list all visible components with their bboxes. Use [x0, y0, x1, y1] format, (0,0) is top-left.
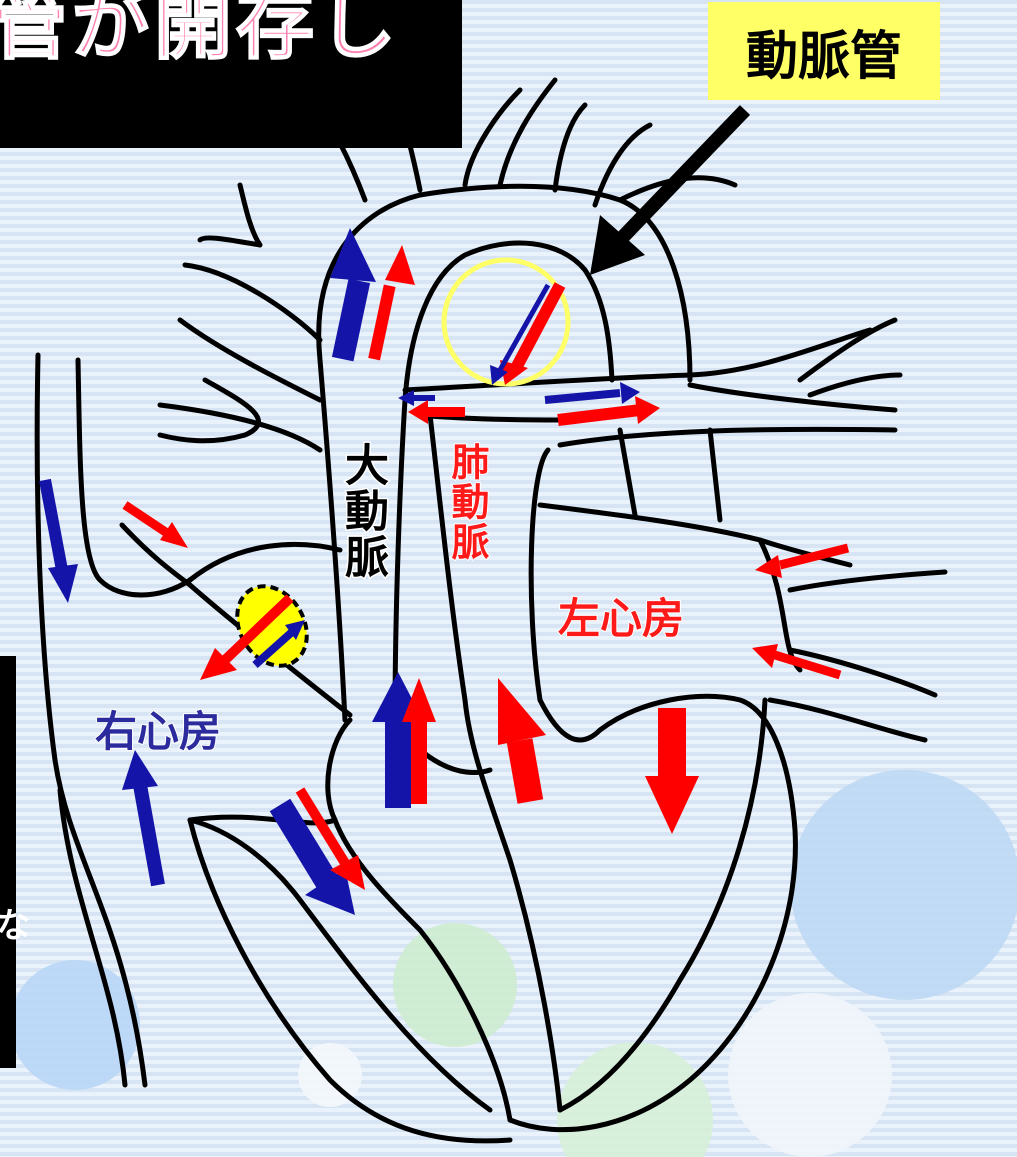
- subclavian-left: [555, 105, 585, 190]
- aorta-up-arrow-blue: [330, 228, 376, 361]
- svc-inner-wall: [78, 360, 190, 595]
- ductus-tag-text: 動脈管: [746, 14, 902, 89]
- la-top-wall: [540, 505, 760, 540]
- left-branch-1: [200, 185, 260, 245]
- pa-right-arrow-blue: [545, 382, 640, 404]
- pulm-vein-3: [790, 650, 935, 695]
- pulm-vein-2: [790, 572, 945, 590]
- right-atrium-label: 右心房: [95, 698, 221, 759]
- pa-trunk-right: [531, 450, 548, 700]
- left-branch-2: [185, 265, 320, 340]
- pulmonary-branch-lower: [690, 385, 895, 410]
- pv-fan-2: [810, 375, 900, 395]
- aortic-arch-inner: [395, 243, 612, 720]
- svc-down-arrow-blue: [45, 480, 78, 603]
- pulmonary-vein-upper: [560, 429, 895, 445]
- foramen-ovale-marker: [223, 574, 320, 679]
- carotid-right: [500, 80, 555, 185]
- aorta-label: 大動脈: [330, 442, 394, 580]
- mitral-down-arrow-red: [645, 708, 699, 834]
- pulm-vein-4: [770, 700, 925, 740]
- left-atrium-label: 左心房: [558, 585, 684, 646]
- ivc-wall: [60, 790, 125, 1085]
- la-line-1: [620, 430, 635, 515]
- ra-entry-arrow-red: [125, 505, 188, 548]
- pa-left-arrow-red: [408, 400, 465, 424]
- vessel-branch: [190, 544, 340, 580]
- ivc-up-arrow-blue: [122, 750, 158, 885]
- la-line-2: [710, 430, 720, 520]
- carotid-left: [465, 90, 520, 185]
- ductus-arrow-red: [500, 285, 560, 385]
- pulmonary-artery-label: 肺動脈: [440, 442, 495, 562]
- brachiocephalic-right: [395, 85, 420, 190]
- left-branch-3: [180, 320, 320, 400]
- left-branch-5: [160, 405, 320, 450]
- ductus-tag: 動脈管: [708, 2, 940, 100]
- aorta-up-arrow-red: [368, 245, 415, 360]
- brachiocephalic-left: [310, 95, 365, 200]
